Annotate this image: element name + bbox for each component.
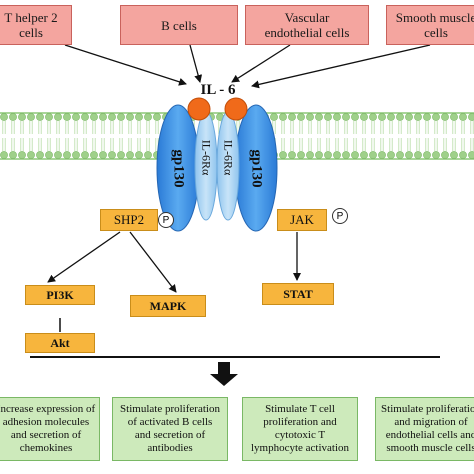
source-vascular-endothelial-cells: Vascular endothelial cells xyxy=(245,5,369,45)
down-arrow-icon xyxy=(210,362,238,386)
outcome-adhesion-chemokines: Increase expression of adhesion molecule… xyxy=(0,397,100,461)
jak-phospho-icon: P xyxy=(332,208,348,224)
outcome-b-cell-proliferation: Stimulate proliferation of activated B c… xyxy=(112,397,228,461)
stat-box: STAT xyxy=(262,283,334,305)
pathway-arrows xyxy=(47,231,301,332)
jak-box: JAK xyxy=(277,209,327,231)
shp2-box: SHP2 xyxy=(100,209,158,231)
il6-label: IL - 6 xyxy=(200,82,236,98)
source-smooth-muscle-cells: Smooth muscle cells xyxy=(386,5,474,45)
receptor-complex xyxy=(156,97,278,232)
il6r-right-label: IL-6Rα xyxy=(221,139,236,176)
source-t-helper-2-cells: T helper 2 cells xyxy=(0,5,72,45)
outcome-endothelial-smooth-muscle: Stimulate proliferation and migration of… xyxy=(375,397,474,461)
mapk-box: MAPK xyxy=(130,295,206,317)
shp2-phospho-icon: P xyxy=(158,212,174,228)
gp130-right-label: gp130 xyxy=(248,149,265,188)
il6r-left-label: IL-6Rα xyxy=(199,139,214,176)
il6-ligand-right xyxy=(224,97,248,121)
source-b-cells: B cells xyxy=(120,5,238,45)
il6-ligand-left xyxy=(187,97,211,121)
source-arrows xyxy=(64,44,431,89)
outcome-t-cell-activation: Stimulate T cell proliferation and cytot… xyxy=(242,397,358,461)
pi3k-box: PI3K xyxy=(25,285,95,305)
outcome-divider xyxy=(30,356,440,386)
akt-box: Akt xyxy=(25,333,95,353)
gp130-left-label: gp130 xyxy=(170,149,187,188)
